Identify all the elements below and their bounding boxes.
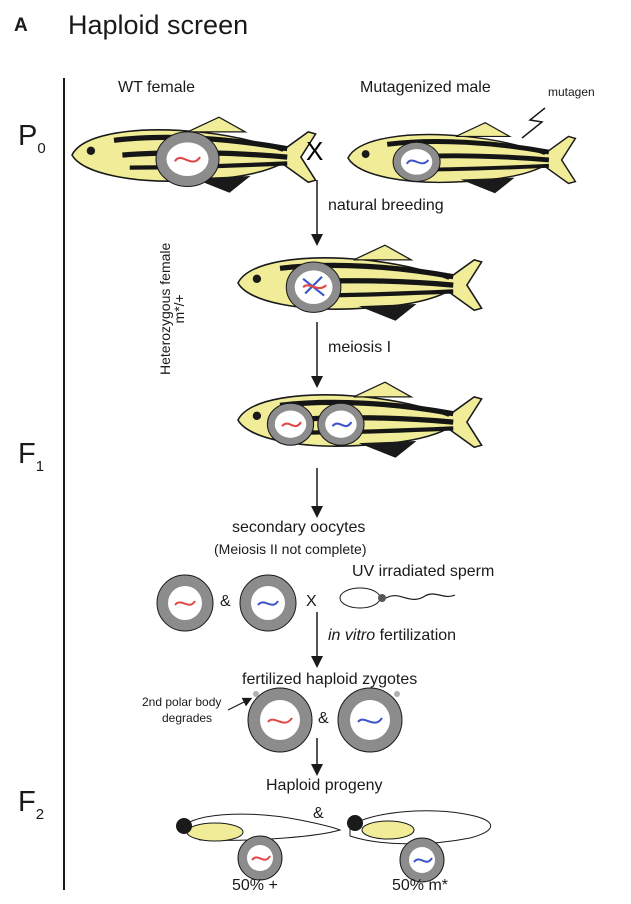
uv-sperm-label: UV irradiated sperm [352,564,494,580]
mutagenized-male-label: Mutagenized male [360,80,491,96]
zygote-wt [248,688,312,752]
panel-letter: A [14,16,28,35]
generation-f2: F2 [18,788,44,817]
mutagen-bolt [522,108,545,138]
oocyte-wt [157,575,213,631]
fertilized-zygotes-label: fertilized haploid zygotes [242,672,417,688]
oocyte-mut [240,575,296,631]
wt-percent-label: 50% + [232,878,278,894]
heterozygous-female-fish [238,245,482,321]
polar-body-label-1: 2nd polar body [142,696,221,708]
zygote-mut [338,688,402,752]
in-vitro-label: in vitro fertilization [328,628,456,644]
haploid-progeny-label: Haploid progeny [266,778,383,794]
uv-sperm [340,588,455,608]
wt-female-fish [72,117,316,193]
and-symbol-zygotes: & [318,711,329,727]
secondary-oocytes-label: secondary oocytes [232,520,365,536]
natural-breeding-label: natural breeding [328,198,444,214]
and-symbol-progeny: & [313,806,324,822]
meiosis-note-label: (Meiosis II not complete) [214,542,367,556]
cross-symbol-p0: X [306,136,323,166]
mutagenized-male-fish [348,123,575,194]
polar-body-label-2: degrades [162,712,212,724]
wt-female-label: WT female [118,80,195,96]
generation-p0: P0 [18,122,46,151]
generation-f1: F1 [18,440,44,469]
progeny-nucleus-wt [238,836,282,880]
cross-symbol-f1: X [306,594,317,610]
progeny-nucleus-mut [400,838,444,882]
and-symbol-oocytes: & [220,594,231,610]
mut-percent-label: 50% m* [392,878,448,894]
figure-title: Haploid screen [68,12,248,39]
mutagen-label: mutagen [548,86,595,98]
meiosis-fish [238,382,482,458]
meiosis-i-label: meiosis I [328,340,391,356]
